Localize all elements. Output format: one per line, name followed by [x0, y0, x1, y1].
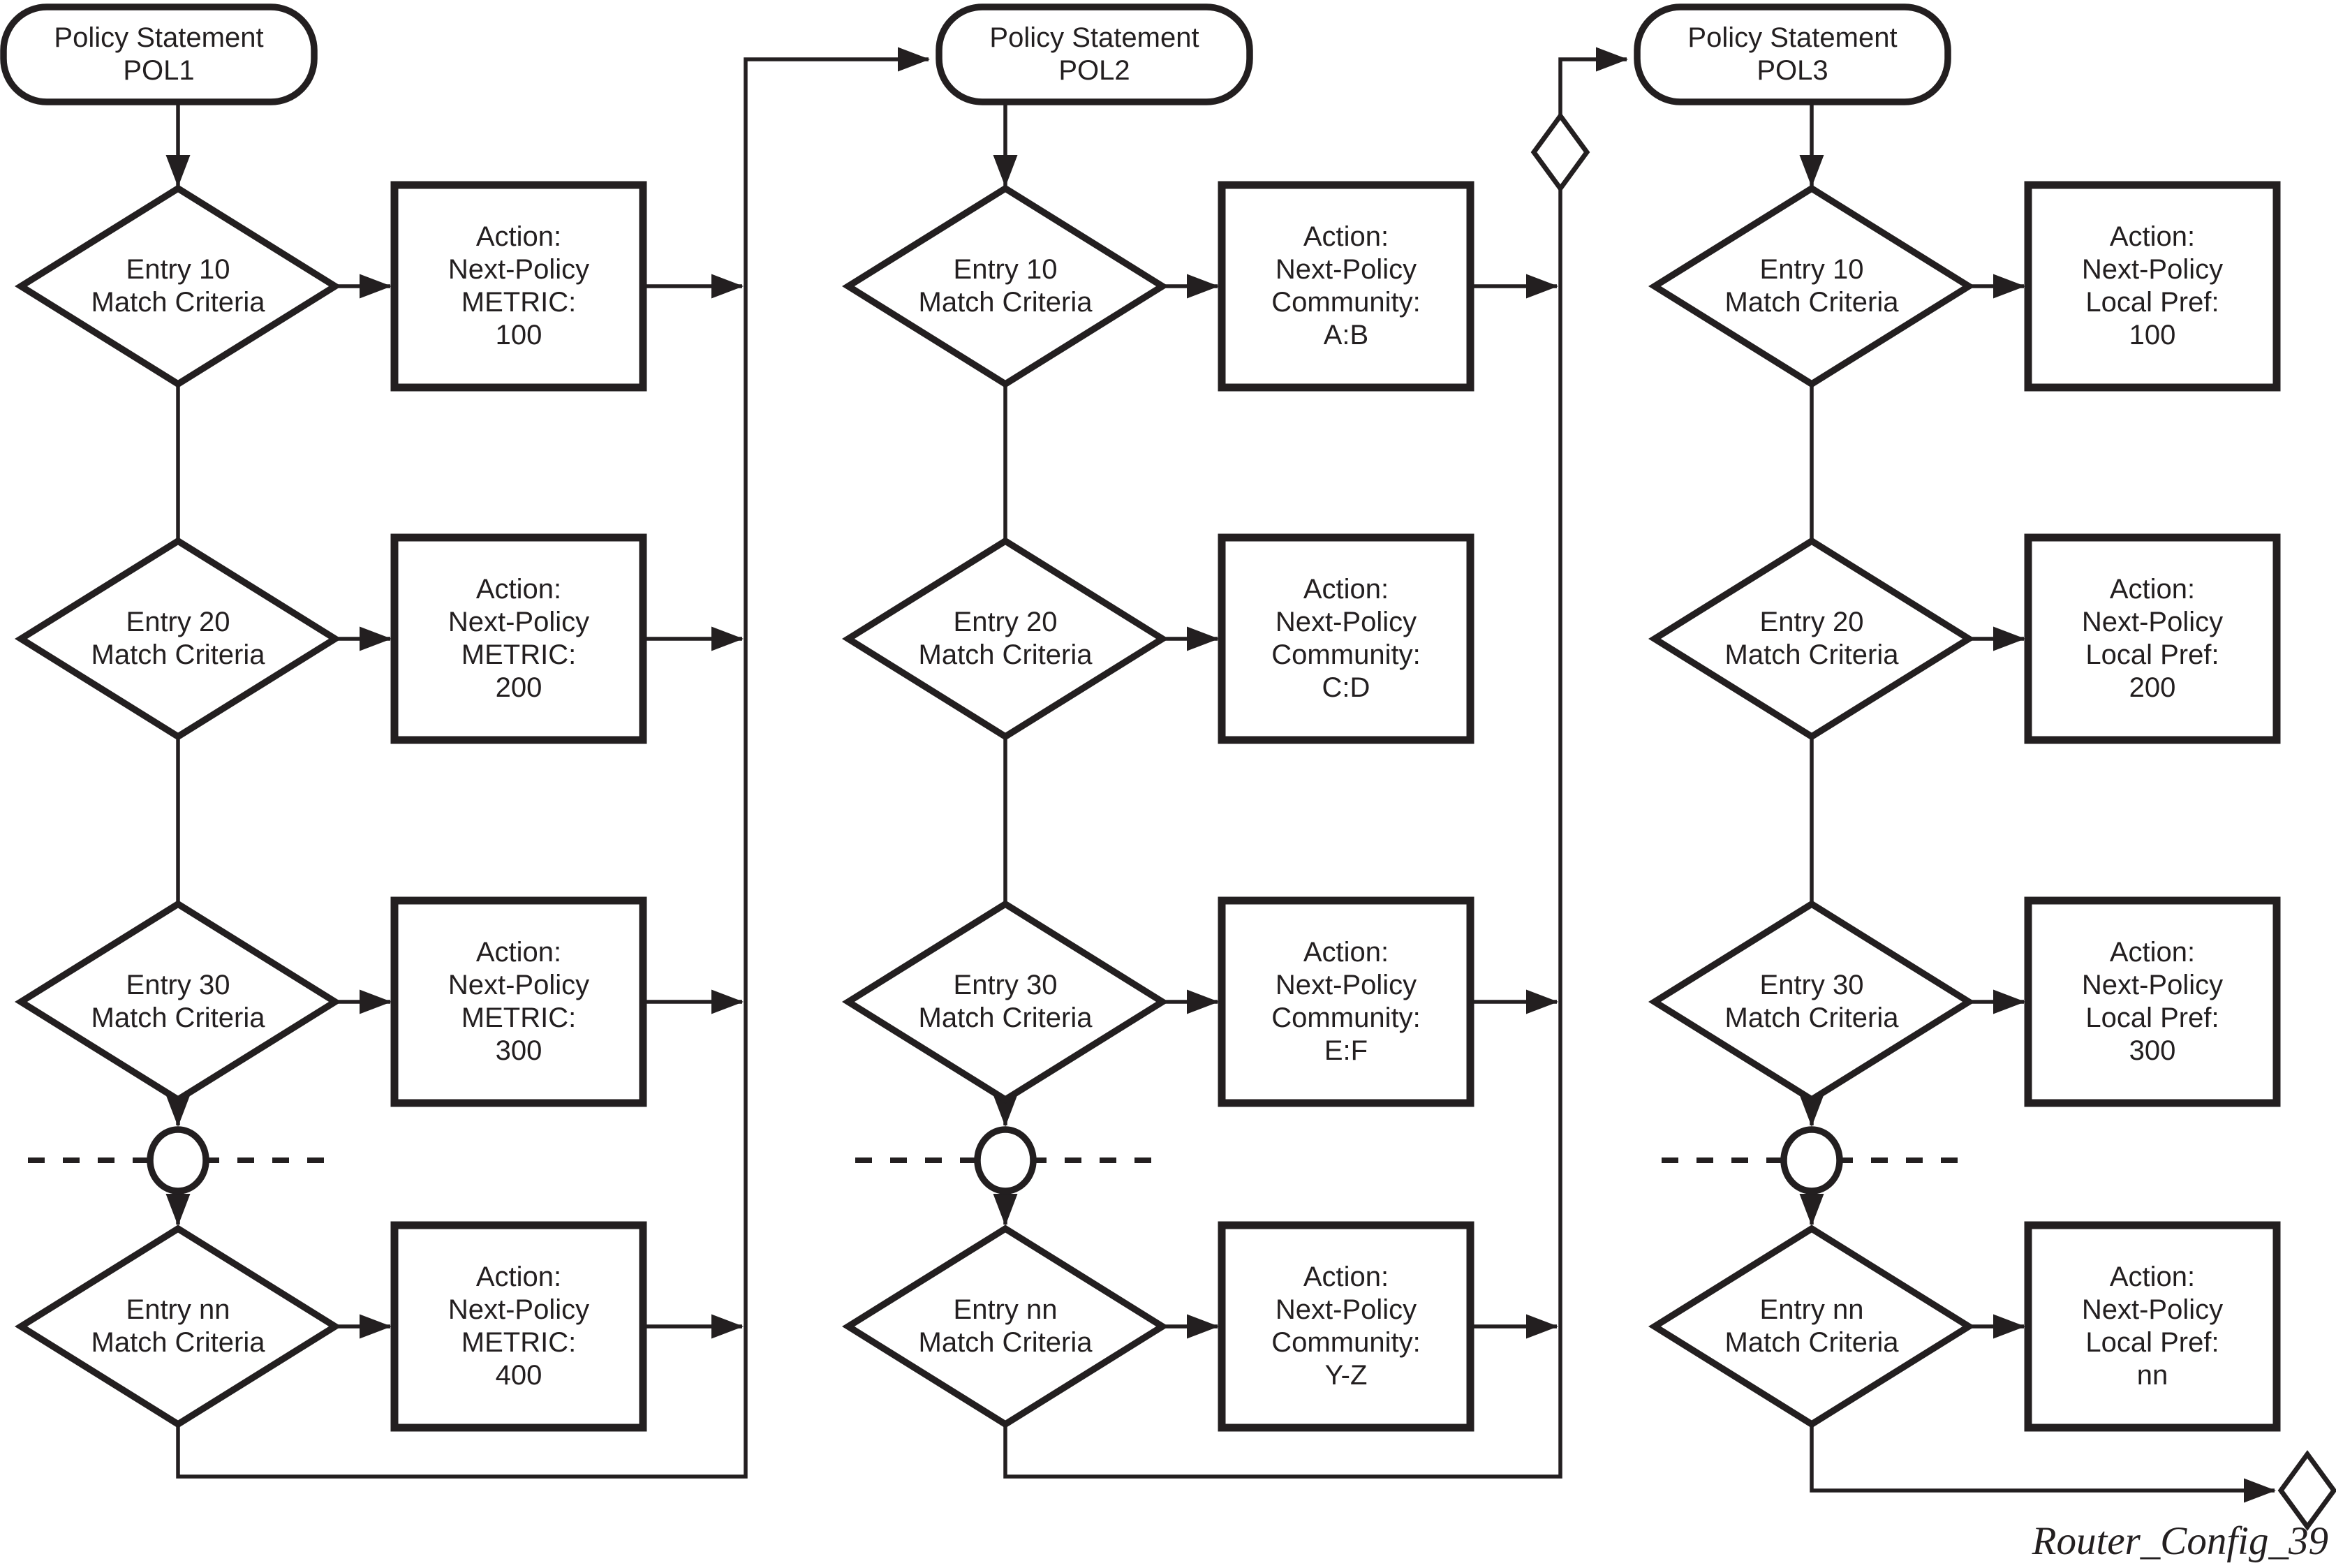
action-box-pol1-2 [390, 533, 647, 744]
connector-circle-pol1 [147, 1126, 209, 1195]
action-box-pol1-1 [390, 181, 647, 392]
action-box-pol3-1 [2024, 181, 2281, 392]
action-box-pol3-4 [2024, 1221, 2281, 1432]
action-box-pol3-2 [2024, 533, 2281, 744]
decision-pol2-entrynn [842, 1225, 1169, 1428]
action-box-pol2-1 [1218, 181, 1474, 392]
decision-pol2-entry20 [842, 537, 1169, 741]
action-box-pol3-3 [2024, 896, 2281, 1107]
connector-circle-pol2 [974, 1126, 1037, 1195]
exit-line-pol3-to-end [1810, 1424, 2276, 1503]
action-box-pol1-4 [390, 1221, 647, 1432]
decision-pol3-entry20 [1648, 537, 1975, 741]
offpage-diamond-end [2277, 1450, 2336, 1531]
offpage-diamond-top [1530, 112, 1590, 193]
action-box-pol2-4 [1218, 1221, 1474, 1432]
terminator-pol1 [0, 3, 318, 105]
decision-pol1-entrynn [15, 1225, 341, 1428]
terminator-pol3 [1634, 3, 1951, 105]
decision-pol3-entry10 [1648, 184, 1975, 388]
action-box-pol1-3 [390, 896, 647, 1107]
decision-pol3-entrynn [1648, 1225, 1975, 1428]
action-box-pol2-2 [1218, 533, 1474, 744]
decision-pol2-entry10 [842, 184, 1169, 388]
action-box-pol2-3 [1218, 896, 1474, 1107]
collector-line-pol2-to-pol3 [1003, 47, 1628, 1479]
decision-pol1-entry30 [15, 900, 341, 1104]
connector-circle-pol3 [1780, 1126, 1843, 1195]
decision-pol1-entry10 [15, 184, 341, 388]
decision-pol2-entry30 [842, 900, 1169, 1104]
terminator-pol2 [936, 3, 1253, 105]
collector-line-pol1-to-pol2 [176, 47, 930, 1479]
decision-pol3-entry30 [1648, 900, 1975, 1104]
decision-pol1-entry20 [15, 537, 341, 741]
